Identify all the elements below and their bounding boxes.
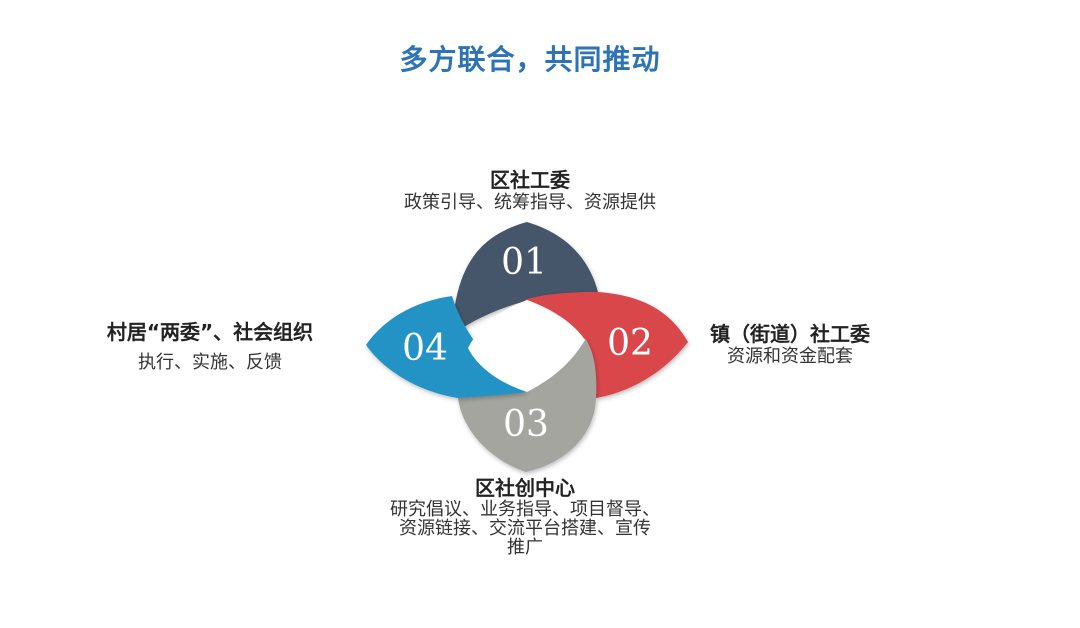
- label-01-sub: 政策引导、统筹指导、资源提供: [404, 192, 656, 213]
- petal-number-01: 01: [501, 242, 547, 283]
- center-hole: [468, 300, 585, 392]
- petal-01: [452, 222, 598, 335]
- label-01-head: 区社工委: [490, 168, 570, 192]
- label-03-sub-line-1: 研究倡议、业务指导、项目督导、: [390, 499, 660, 520]
- label-03: 区社创中心 研究倡议、业务指导、项目督导、 资源链接、交流平台搭建、宣传 推广: [355, 476, 695, 557]
- label-03-sub-line-2: 资源链接、交流平台搭建、宣传: [399, 518, 651, 539]
- label-03-sub-line-3: 推广: [507, 537, 543, 558]
- label-02-head: 镇（街道）社工委: [710, 322, 870, 346]
- petal-number-02: 02: [607, 323, 653, 364]
- petal-number-04: 04: [402, 328, 448, 369]
- petal-number-03: 03: [503, 404, 549, 445]
- label-03-head: 区社创中心: [475, 476, 575, 500]
- label-04: 村居“两委”、社会组织 执行、实施、反馈: [70, 320, 350, 374]
- label-01: 区社工委 政策引导、统筹指导、资源提供: [330, 168, 730, 214]
- page-title: 多方联合，共同推动: [399, 43, 661, 76]
- label-02-sub: 资源和资金配套: [727, 346, 853, 367]
- petal-03: [458, 338, 597, 472]
- petal-02: [525, 292, 688, 398]
- petal-04: [366, 296, 527, 398]
- label-04-head: 村居“两委”、社会组织: [106, 320, 314, 344]
- label-04-sub: 执行、实施、反馈: [138, 352, 282, 373]
- label-02: 镇（街道）社工委 资源和资金配套: [690, 322, 890, 368]
